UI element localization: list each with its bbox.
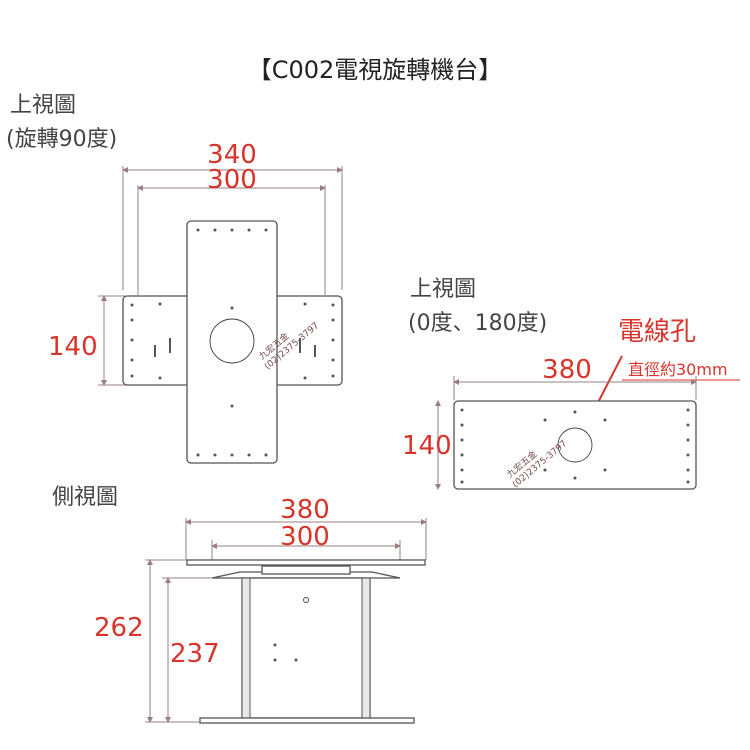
dim-300-text: 300 xyxy=(207,165,257,195)
dim-237-text: 237 xyxy=(170,639,220,669)
dim-300-side-text: 300 xyxy=(280,522,330,552)
dim-380-side-text: 380 xyxy=(280,495,330,525)
top-view-rotated-label-2: (旋轉90度) xyxy=(6,127,117,152)
slot-marks xyxy=(154,338,316,357)
top-view-rotated: 上視圖 (旋轉90度) 340 300 140 xyxy=(6,93,343,464)
cable-hole-normal xyxy=(557,427,593,463)
top-view-normal-label-1: 上視圖 xyxy=(410,277,476,302)
cable-hole xyxy=(209,318,255,364)
dim-140-top-text: 140 xyxy=(402,431,452,461)
cable-hole-note: 直徑約30mm xyxy=(628,360,728,379)
side-base-plate xyxy=(199,717,415,724)
plate-normal-holes xyxy=(460,408,690,484)
top-view-normal: 上視圖 (0度、180度) 電線孔 直徑約30mm 380 140 九宏五金 (… xyxy=(402,277,740,490)
side-view: 側視圖 380 300 262 237 xyxy=(52,485,427,724)
page-title: 【C002電視旋轉機台】 xyxy=(248,56,503,84)
plate-holes xyxy=(130,228,335,457)
dim-380-top-text: 380 xyxy=(542,355,592,385)
side-body-right-edge xyxy=(361,577,371,719)
side-top-plate xyxy=(186,559,426,566)
top-view-normal-label-2: (0度、180度) xyxy=(408,311,547,336)
side-holes xyxy=(273,643,298,662)
dim-262-text: 262 xyxy=(94,613,144,643)
top-view-rotated-label-1: 上視圖 xyxy=(10,93,76,118)
side-view-label: 側視圖 xyxy=(52,485,118,510)
side-body-left-edge xyxy=(241,577,251,719)
side-hole-top xyxy=(303,597,309,603)
side-bearing xyxy=(261,565,351,575)
dim-340-text: 340 xyxy=(207,140,257,170)
cable-hole-label: 電線孔 xyxy=(618,317,696,347)
dim-140-text: 140 xyxy=(48,332,98,362)
